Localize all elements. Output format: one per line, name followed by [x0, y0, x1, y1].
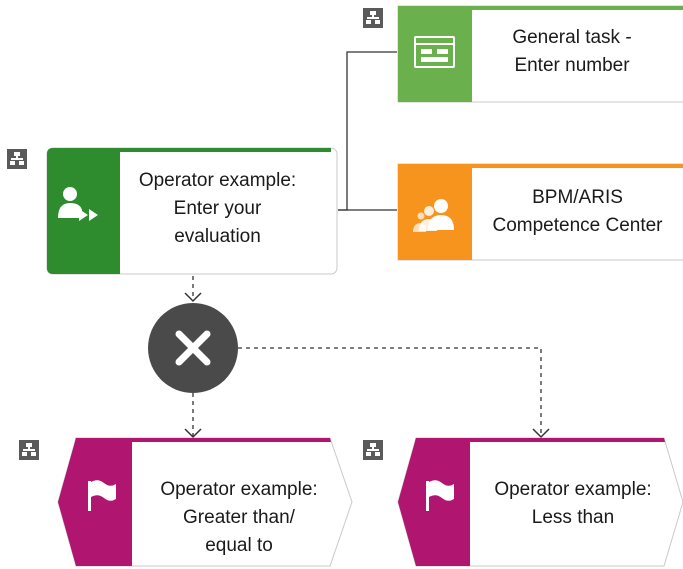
group-icon [413, 199, 454, 232]
operator-function-label: Operator example: Enter your evaluation [120, 166, 315, 252]
hierarchy-icon[interactable] [363, 8, 383, 28]
arrowhead-gateway [184, 292, 202, 303]
event-less-line1: Operator example: [494, 479, 652, 500]
connector-lines [338, 51, 397, 211]
operator-function-line2: Enter your [173, 198, 262, 219]
arrowhead-less [532, 428, 550, 439]
event-greater-box[interactable] [57, 437, 353, 567]
general-task-box[interactable] [397, 5, 683, 103]
event-greater-label: Operator example: Greater than/ equal to [132, 476, 346, 562]
event-greater-band [58, 438, 132, 566]
operator-function-line3: evaluation [174, 226, 261, 247]
event-less-line2: Less than [531, 507, 615, 528]
competence-center-box[interactable] [397, 163, 683, 261]
connector-to-general-task [338, 51, 397, 211]
event-less-box[interactable] [397, 437, 683, 567]
hierarchy-icon[interactable] [7, 149, 27, 169]
arrowheads [184, 292, 550, 439]
arrowhead-greater [184, 428, 202, 439]
person-forward-icon [58, 187, 98, 221]
event-less-band [398, 438, 470, 566]
competence-center-line2: Competence Center [492, 215, 663, 236]
event-greater-line2: Greater than/ [183, 507, 295, 528]
general-task-label: General task - Enter number [472, 22, 672, 82]
event-less-label: Operator example: Less than [470, 476, 676, 536]
operator-function-line1: Operator example: [138, 170, 297, 191]
flow-gateway-to-less [238, 347, 542, 436]
general-task-line2: Enter number [514, 55, 630, 76]
close-x-icon [175, 330, 211, 366]
general-task-line1: General task - [512, 27, 632, 48]
operator-function-box[interactable] [46, 147, 338, 275]
hierarchy-icon[interactable] [19, 440, 39, 460]
xor-gateway[interactable] [148, 303, 238, 393]
operator-function-band [47, 148, 120, 274]
general-task-band [398, 6, 472, 102]
flow-arrows [192, 276, 542, 436]
hierarchy-icon[interactable] [363, 440, 383, 460]
flag-icon [426, 480, 454, 511]
competence-center-label: BPM/ARIS Competence Center [472, 182, 683, 242]
event-greater-line1: Operator example: [160, 479, 318, 500]
event-greater-line3: equal to [205, 535, 273, 556]
flag-icon [88, 480, 116, 511]
competence-center-line1: BPM/ARIS [532, 187, 623, 208]
competence-center-band [398, 164, 472, 260]
form-window-icon [414, 36, 455, 68]
